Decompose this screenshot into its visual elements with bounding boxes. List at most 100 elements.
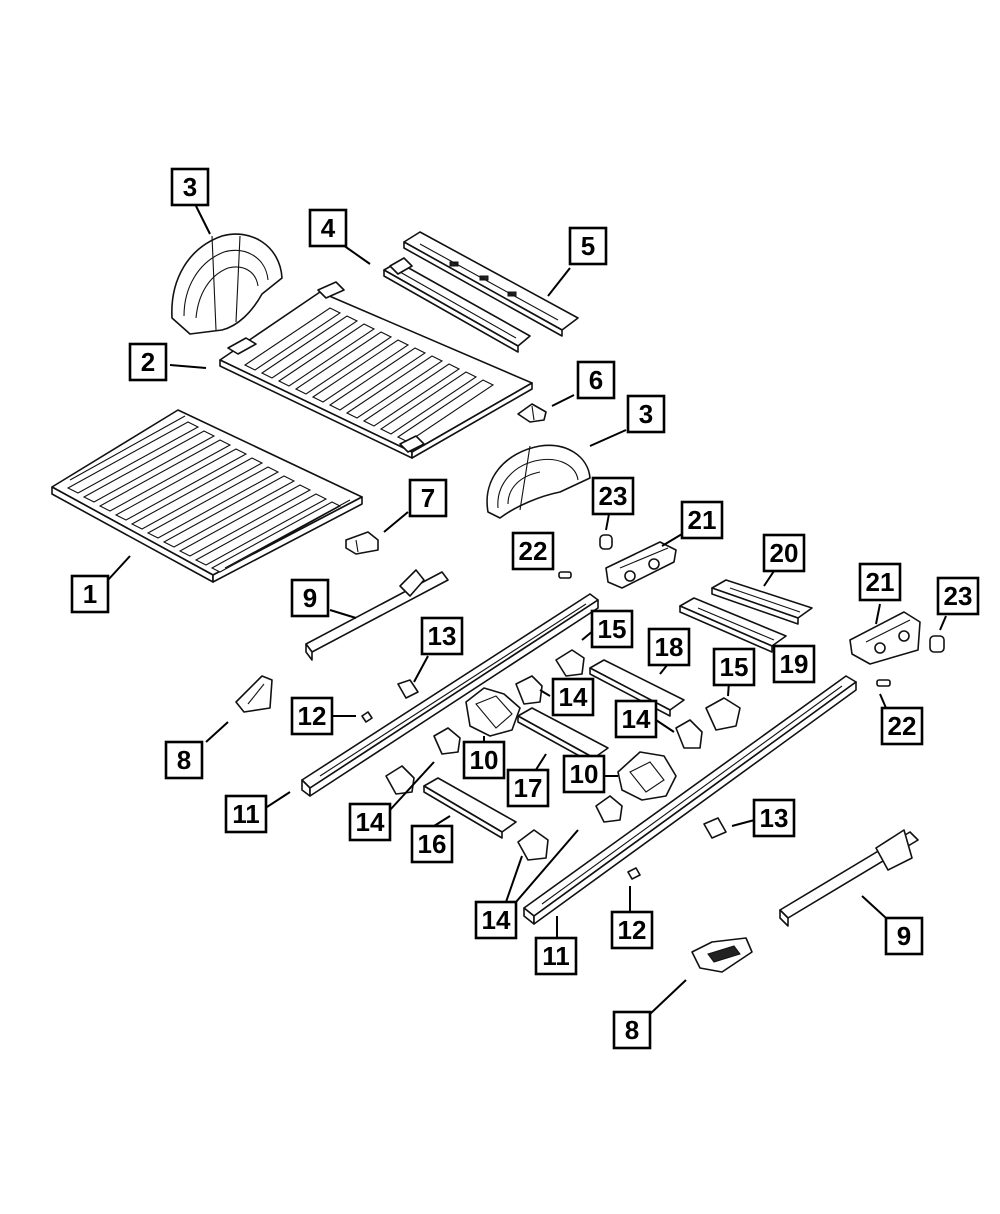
- callout: 1: [70, 574, 110, 614]
- sill-reinforcement-lower: [779, 829, 919, 927]
- svg-text:13: 13: [760, 803, 789, 833]
- bracket-14-f: [517, 829, 549, 861]
- front-floor-pan: [51, 409, 363, 583]
- svg-text:10: 10: [470, 745, 499, 775]
- callout: 9: [884, 916, 924, 956]
- pin-22-left: [558, 571, 572, 579]
- svg-text:4: 4: [321, 213, 336, 243]
- svg-text:3: 3: [183, 172, 197, 202]
- svg-text:14: 14: [622, 704, 651, 734]
- callout: 22: [511, 531, 555, 571]
- crossmember-16: [423, 777, 517, 839]
- svg-text:22: 22: [888, 711, 917, 741]
- bracket-7: [345, 531, 379, 555]
- bracket-14-b: [675, 719, 703, 749]
- rail-19: [679, 597, 787, 653]
- svg-text:21: 21: [866, 567, 895, 597]
- svg-text:18: 18: [655, 632, 684, 662]
- wheelhouse-upper: [171, 233, 283, 335]
- callout: 10: [562, 754, 606, 794]
- mount-10-right: [617, 751, 677, 801]
- pin-22-right: [876, 679, 891, 687]
- rear-crossmember: [383, 257, 531, 353]
- svg-text:17: 17: [514, 773, 543, 803]
- callout: 18: [647, 627, 691, 667]
- sill-reinforcement-upper: [305, 569, 449, 661]
- callout: 16: [410, 824, 454, 864]
- clip-12-left: [361, 711, 373, 723]
- rear-floor-pan: [219, 281, 533, 459]
- svg-text:2: 2: [141, 347, 155, 377]
- svg-text:23: 23: [599, 481, 628, 511]
- bracket-15-upper: [555, 649, 585, 677]
- svg-text:21: 21: [688, 505, 717, 535]
- callout: 13: [420, 616, 464, 656]
- callout: 12: [290, 696, 334, 736]
- callout: 21: [858, 562, 902, 602]
- callout: 14: [474, 900, 518, 940]
- callout: 8: [612, 1010, 652, 1050]
- svg-text:15: 15: [598, 614, 627, 644]
- callout: 11: [224, 794, 268, 834]
- svg-text:15: 15: [720, 652, 749, 682]
- svg-text:13: 13: [428, 621, 457, 651]
- bushing-23-right: [929, 635, 945, 653]
- callout: 3: [170, 167, 210, 207]
- callout: 3: [626, 394, 666, 434]
- callout: 14: [551, 677, 595, 717]
- callout: 15: [590, 609, 634, 649]
- svg-text:7: 7: [421, 483, 435, 513]
- callouts: 3 4 5 2 6 3 7 23: [70, 167, 980, 1050]
- callout: 23: [591, 476, 635, 516]
- callout: 22: [880, 706, 924, 746]
- svg-text:23: 23: [944, 581, 973, 611]
- svg-text:12: 12: [298, 701, 327, 731]
- callout: 19: [772, 644, 816, 684]
- clip-13-right: [703, 817, 727, 839]
- svg-text:5: 5: [581, 231, 595, 261]
- callout: 21: [680, 500, 724, 540]
- svg-text:3: 3: [639, 399, 653, 429]
- bushing-23-left: [599, 534, 613, 550]
- svg-text:11: 11: [232, 799, 260, 829]
- svg-text:16: 16: [418, 829, 447, 859]
- callout: 2: [128, 342, 168, 382]
- svg-text:12: 12: [618, 915, 647, 945]
- mount-10-left: [465, 687, 521, 737]
- svg-text:10: 10: [570, 759, 599, 789]
- callout: 14: [614, 699, 658, 739]
- floor-support-8-upper: [235, 675, 273, 713]
- svg-text:22: 22: [519, 536, 548, 566]
- callout: 13: [752, 798, 796, 838]
- callout: 10: [462, 740, 506, 780]
- callout: 20: [762, 533, 806, 573]
- clip-13-left: [397, 679, 419, 699]
- floor-support-8-lower: [691, 937, 753, 973]
- svg-text:14: 14: [482, 905, 511, 935]
- callout: 9: [290, 578, 330, 618]
- bracket-14-c: [433, 727, 461, 755]
- side-rail-11-left: [301, 593, 599, 797]
- svg-text:9: 9: [897, 921, 911, 951]
- svg-text:1: 1: [83, 579, 97, 609]
- mount-bracket-21-left: [605, 541, 677, 589]
- callout: 12: [610, 910, 654, 950]
- callout: 5: [568, 226, 608, 266]
- small-bracket-upper: [517, 403, 547, 423]
- svg-text:14: 14: [356, 807, 385, 837]
- callout: 8: [164, 740, 204, 780]
- mount-bracket-21-right: [849, 611, 921, 665]
- callout: 6: [576, 360, 616, 400]
- callout: 14: [348, 802, 392, 842]
- side-rail-11-right: [523, 675, 857, 925]
- svg-text:8: 8: [177, 745, 191, 775]
- svg-text:14: 14: [559, 682, 588, 712]
- wheelhouse-lower: [486, 444, 591, 519]
- svg-text:8: 8: [625, 1015, 639, 1045]
- callout: 4: [308, 208, 348, 248]
- parts: [51, 231, 945, 973]
- clip-12-right: [627, 867, 641, 880]
- bracket-14-a: [515, 675, 543, 705]
- bracket-14-e: [595, 795, 623, 823]
- callout: 15: [712, 647, 756, 687]
